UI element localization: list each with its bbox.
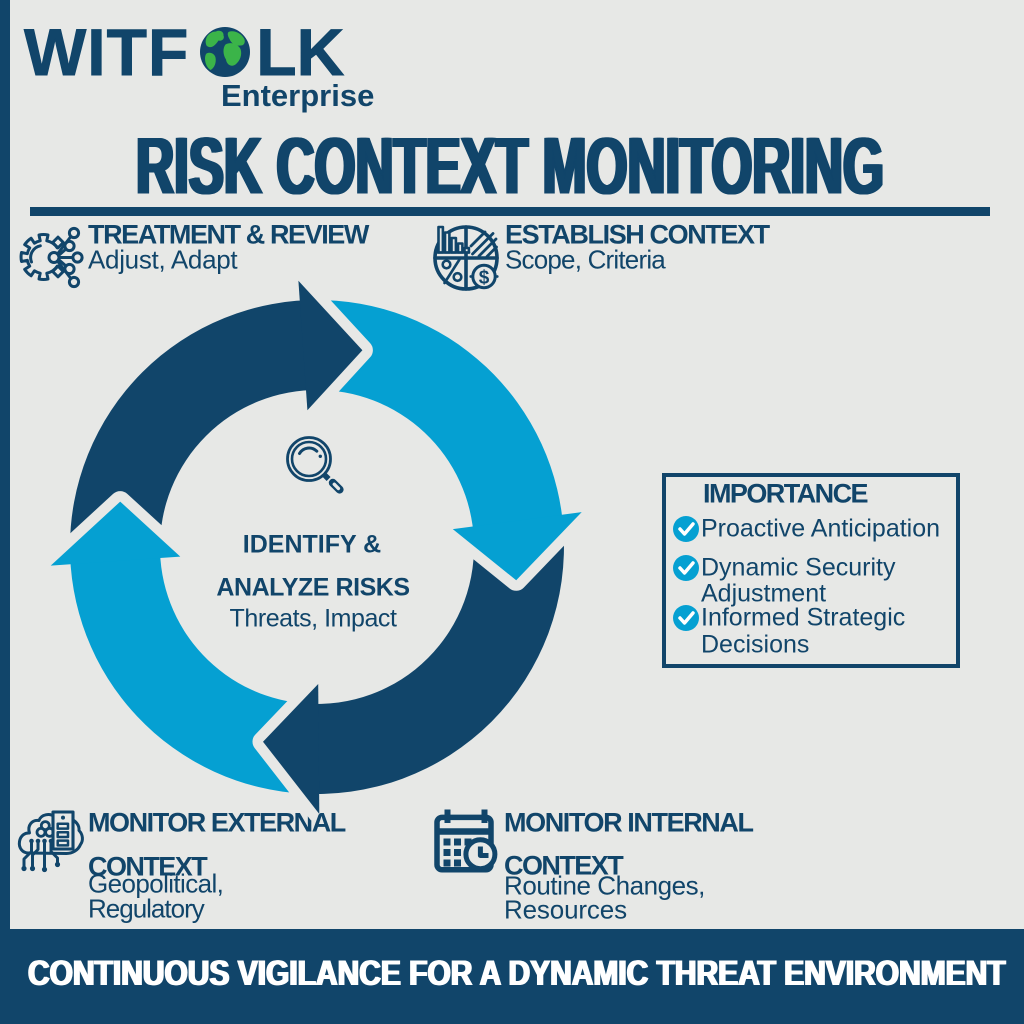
svg-text:$: $ — [479, 268, 490, 289]
